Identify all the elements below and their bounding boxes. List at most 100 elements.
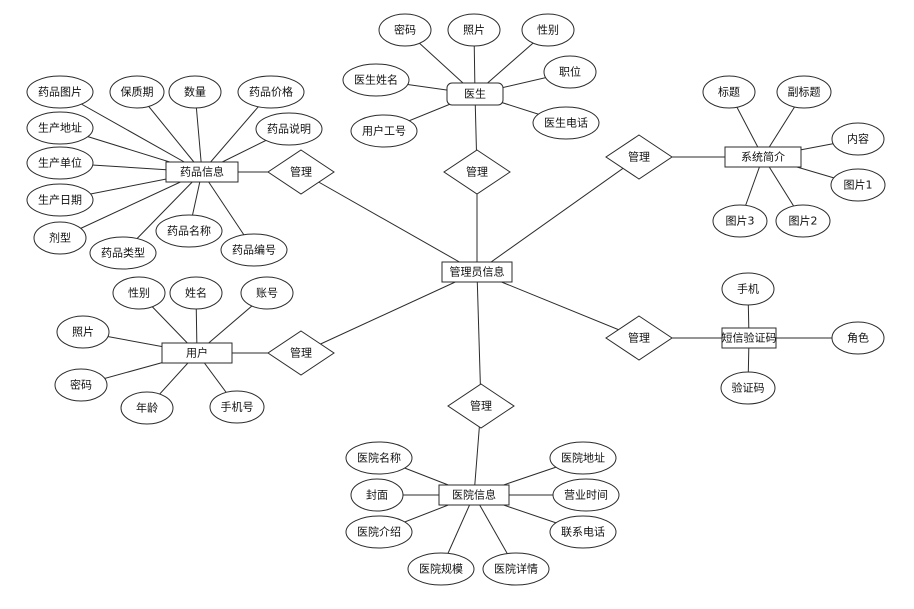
attribute-ellipse [482,552,550,586]
attribute-user: 照片 [56,315,110,349]
attribute-doctor: 性别 [521,13,575,47]
entity-label: 短信验证码 [722,331,777,345]
attribute-hospital: 封面 [350,478,404,512]
attribute-label: 医生电话 [544,116,588,130]
attribute-label: 封面 [366,488,388,502]
entity-box [721,327,777,349]
attribute-doctor: 医生姓名 [342,63,410,97]
attribute-label: 副标题 [788,85,821,99]
attribute-label: 密码 [394,23,416,37]
entity-label: 系统简介 [741,150,785,164]
attribute-ellipse [33,221,87,255]
attribute-ellipse [830,168,886,202]
attribute-label: 医院名称 [357,451,401,465]
attribute-doctor: 照片 [447,13,501,47]
attribute-ellipse [26,183,94,217]
attribute-label: 图片1 [844,179,873,192]
attribute-ellipse [721,272,775,306]
entity-sms: 短信验证码 [721,327,777,349]
attribute-drug: 药品名称 [155,214,223,248]
attribute-label: 生产日期 [38,193,82,207]
entity-label: 管理员信息 [450,265,505,279]
relation-diamond [605,315,673,361]
entity-system: 系统简介 [724,146,802,168]
attribute-label: 药品说明 [267,122,311,136]
attribute-ellipse [56,315,110,349]
attribute-ellipse [702,75,756,109]
relation-diamond [443,149,511,195]
attribute-label: 生产地址 [38,121,82,135]
relation-sms: 管理 [605,315,673,361]
attribute-label: 医院介绍 [357,525,401,539]
attribute-label: 药品编号 [232,243,276,257]
attribute-doctor: 用户工号 [350,114,418,148]
entity-box [724,146,802,168]
attribute-doctor: 密码 [378,13,432,47]
entity-box [438,484,510,506]
entity-box [161,342,233,364]
attribute-label: 角色 [847,331,869,345]
attribute-label: 手机 [737,282,759,296]
attribute-ellipse [169,276,223,310]
entity-label: 药品信息 [180,165,224,179]
attribute-label: 医院规模 [419,562,463,576]
entity-box [165,161,239,183]
attribute-label: 账号 [256,287,278,300]
attribute-ellipse [407,552,475,586]
attribute-ellipse [543,55,597,89]
attribute-ellipse [549,441,617,475]
attribute-drug: 剂型 [33,221,87,255]
relation-label: 管理 [290,165,312,179]
attribute-ellipse [712,204,768,238]
attribute-drug: 生产单位 [26,146,94,180]
attribute-drug: 药品类型 [89,236,157,270]
attribute-sms: 手机 [721,272,775,306]
attribute-label: 用户工号 [362,124,406,138]
relation-user: 管理 [267,330,335,376]
attribute-ellipse [120,391,174,425]
relation-drug: 管理 [267,149,335,195]
attribute-ellipse [378,13,432,47]
attribute-ellipse [112,276,166,310]
entity-user: 用户 [161,342,233,364]
attribute-label: 标题 [718,85,740,99]
attribute-drug: 生产日期 [26,183,94,217]
attribute-doctor: 医生电话 [532,106,600,140]
attribute-label: 照片 [463,24,485,37]
attribute-ellipse [345,441,413,475]
attribute-hospital: 联系电话 [549,515,617,549]
attribute-label: 手机号 [221,400,254,414]
attribute-hospital: 医院规模 [407,552,475,586]
relation-system: 管理 [605,134,673,180]
relation-label: 管理 [470,399,492,413]
attribute-label: 医生姓名 [354,73,398,87]
attribute-drug: 数量 [168,75,222,109]
entity-doctor: 医生 [446,82,504,106]
attribute-ellipse [26,146,94,180]
attribute-sms: 角色 [831,321,885,355]
relation-doctor: 管理 [443,149,511,195]
entity-box [446,82,504,106]
attribute-user: 年龄 [120,391,174,425]
relation-diamond [267,149,335,195]
attribute-system: 内容 [831,122,885,156]
attribute-label: 密码 [70,378,92,392]
attribute-user: 手机号 [209,390,265,424]
attribute-ellipse [255,112,323,146]
attribute-label: 性别 [128,286,150,300]
attribute-user: 账号 [240,276,294,310]
attribute-ellipse [240,276,294,310]
attribute-ellipse [345,515,413,549]
attribute-label: 数量 [184,86,206,99]
attribute-label: 药品价格 [249,85,293,99]
attribute-ellipse [521,13,575,47]
attribute-user: 密码 [54,368,108,402]
entity-label: 医生 [464,87,486,101]
attribute-label: 姓名 [185,286,207,300]
attribute-system: 标题 [702,75,756,109]
attribute-hospital: 医院介绍 [345,515,413,549]
attribute-ellipse [831,122,885,156]
attribute-ellipse [220,233,288,267]
attribute-label: 保质期 [121,85,154,99]
attribute-hospital: 医院地址 [549,441,617,475]
